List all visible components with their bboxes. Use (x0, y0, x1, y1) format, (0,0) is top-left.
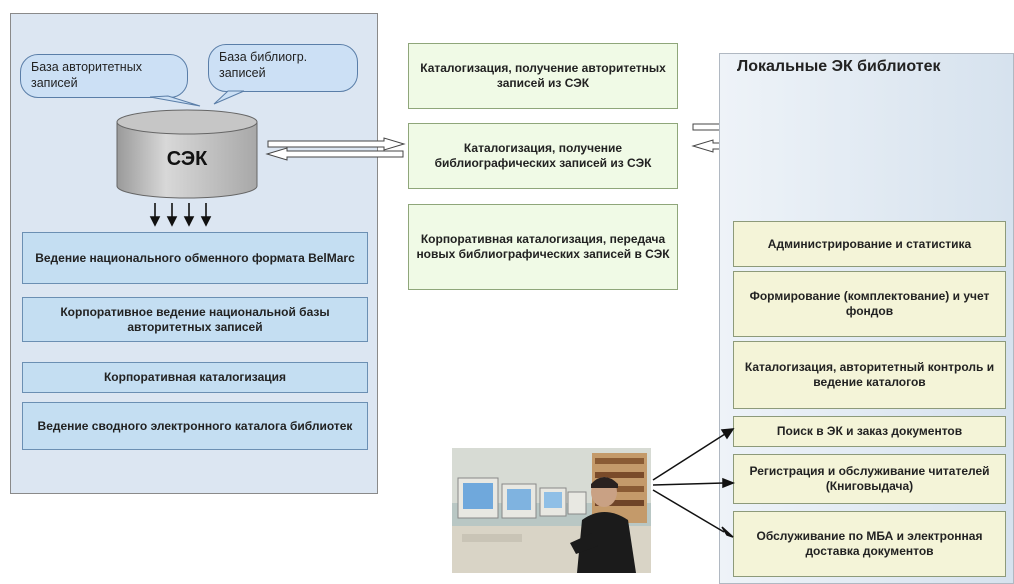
biblio-db-bubble: База библиогр. записей (208, 44, 358, 92)
local-catalogs-title: Локальные ЭК библиотек (737, 58, 941, 75)
right-box-registration: Регистрация и обслуживание читателей (Кн… (733, 454, 1006, 504)
sek-database-label: СЭК (166, 148, 208, 170)
left-box-belmarc: Ведение национального обменного формата … (22, 232, 368, 284)
right-box-admin: Администрирование и статистика (733, 221, 1006, 267)
left-box-authority-base: Корпоративное ведение национальной базы … (22, 297, 368, 342)
middle-box-authority: Каталогизация, получение авторитетных за… (408, 43, 678, 109)
middle-box-biblio: Каталогизация, получение библиографическ… (408, 123, 678, 189)
left-box-corporate-cataloging: Корпоративная каталогизация (22, 362, 368, 393)
library-computer-user-photo (452, 448, 651, 573)
middle-box-corporate: Корпоративная каталогизация, передача но… (408, 204, 678, 290)
right-box-cataloging: Каталогизация, авторитетный контроль и в… (733, 341, 1006, 409)
right-box-acquisition: Формирование (комплектование) и учет фон… (733, 271, 1006, 337)
left-box-union-catalog: Ведение сводного электронного каталога б… (22, 402, 368, 450)
right-box-search: Поиск в ЭК и заказ документов (733, 416, 1006, 447)
authority-db-bubble: База авторитетных записей (20, 54, 188, 98)
right-box-ill-delivery: Обслуживание по МБА и электронная достав… (733, 511, 1006, 577)
photo-illustration (452, 448, 651, 573)
